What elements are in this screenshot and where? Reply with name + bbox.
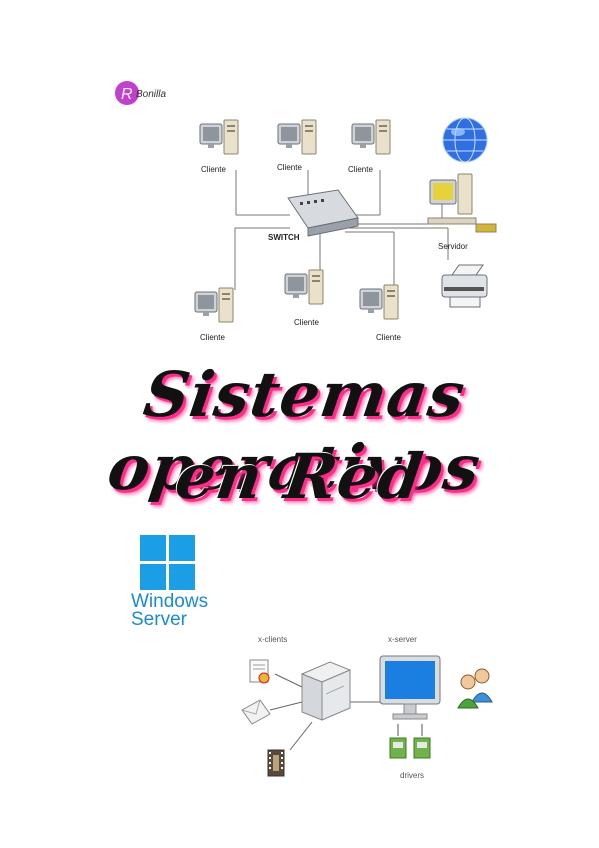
xwindow-diagram: x-clients x-server xyxy=(241,635,493,780)
film-strip-icon xyxy=(267,749,285,777)
server-pc xyxy=(427,173,497,233)
client-label-1: Cliente xyxy=(201,165,226,174)
client-label-4: Cliente xyxy=(200,333,225,342)
xwindow-links xyxy=(269,673,385,751)
driver-arrows xyxy=(397,724,423,736)
internet-globe-icon xyxy=(442,117,488,163)
network-links xyxy=(234,170,449,290)
xserver-label: x-server xyxy=(388,635,417,644)
switch-device xyxy=(287,189,359,237)
title-line-2: en Red xyxy=(171,440,428,513)
monitor-icon xyxy=(379,655,441,720)
client-pc-6 xyxy=(359,284,399,320)
network-diagram: Cliente Cliente Cliente SWITCH Servidor xyxy=(194,117,497,342)
client-label-2: Cliente xyxy=(277,163,302,172)
mail-icon xyxy=(241,699,271,725)
client-label-5: Cliente xyxy=(294,318,319,327)
client-pc-5 xyxy=(284,269,324,305)
switch-label: SWITCH xyxy=(268,233,300,242)
client-pc-2 xyxy=(277,119,317,155)
client-label-3: Cliente xyxy=(348,165,373,174)
document-chart-icon xyxy=(249,659,270,684)
users-icon xyxy=(457,668,493,709)
server-label: Servidor xyxy=(438,242,468,251)
printer-icon xyxy=(441,264,488,308)
xclients-label: x-clients xyxy=(258,635,287,644)
client-pc-4 xyxy=(194,287,234,323)
server-tower-icon xyxy=(300,661,352,721)
client-pc-3 xyxy=(351,119,391,155)
drivers-label: drivers xyxy=(400,771,424,780)
driver-icon-1 xyxy=(389,737,407,759)
driver-icon-2 xyxy=(413,737,431,759)
windows-logo-icon xyxy=(140,535,195,590)
client-label-6: Cliente xyxy=(376,333,401,342)
brand-badge: R Bonilla xyxy=(112,78,182,108)
windows-logo-line2: Server xyxy=(131,609,187,630)
windows-logo-line1: Windows xyxy=(131,591,209,612)
brand-name: Bonilla xyxy=(136,89,166,100)
client-pc-1 xyxy=(199,119,239,155)
brand-initial: R xyxy=(121,86,133,103)
